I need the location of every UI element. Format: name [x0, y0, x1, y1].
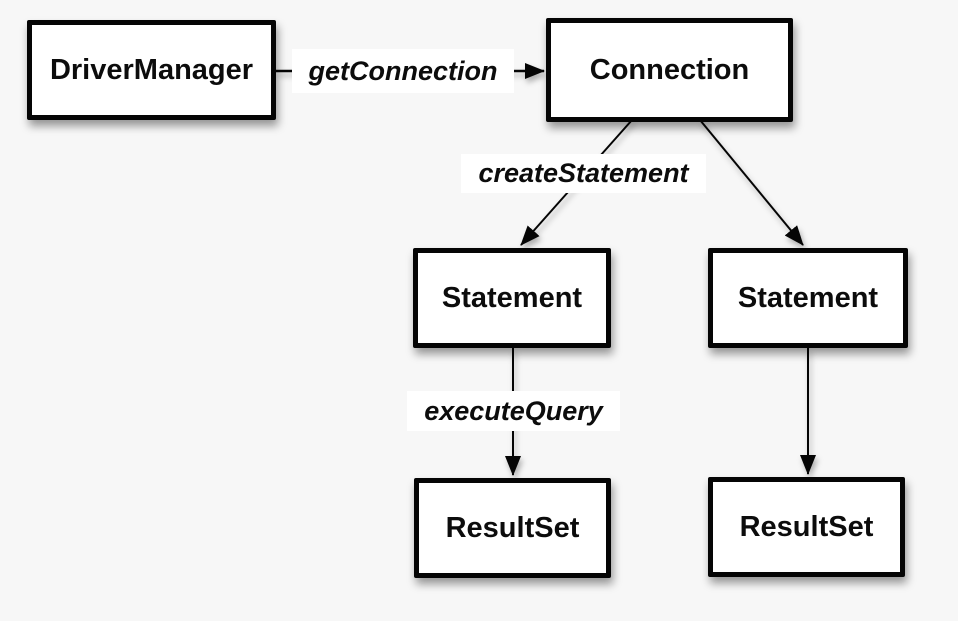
edge-label-createstatement: createStatement — [461, 154, 706, 193]
edge-label-executequery-text: executeQuery — [424, 395, 603, 426]
edge-connection-statement-right-line — [699, 119, 804, 246]
edge-label-createstatement-text: createStatement — [478, 158, 689, 188]
node-statement-right: Statement — [708, 248, 908, 348]
node-statement-right-label: Statement — [737, 281, 879, 314]
node-resultset-right: ResultSet — [708, 477, 905, 577]
node-resultset-right-label: ResultSet — [739, 510, 874, 543]
node-resultset-left: ResultSet — [414, 478, 611, 578]
node-drivermanager: DriverManager — [27, 20, 276, 120]
edge-label-getconnection: getConnection — [292, 49, 514, 93]
node-drivermanager-label: DriverManager — [49, 53, 254, 86]
node-statement-left-label: Statement — [441, 281, 583, 314]
node-connection: Connection — [546, 18, 793, 122]
node-connection-label: Connection — [589, 53, 750, 86]
node-resultset-left-label: ResultSet — [445, 511, 580, 544]
node-statement-left: Statement — [413, 248, 611, 348]
edge-label-getconnection-text: getConnection — [308, 55, 498, 86]
edge-label-executequery: executeQuery — [407, 391, 620, 431]
